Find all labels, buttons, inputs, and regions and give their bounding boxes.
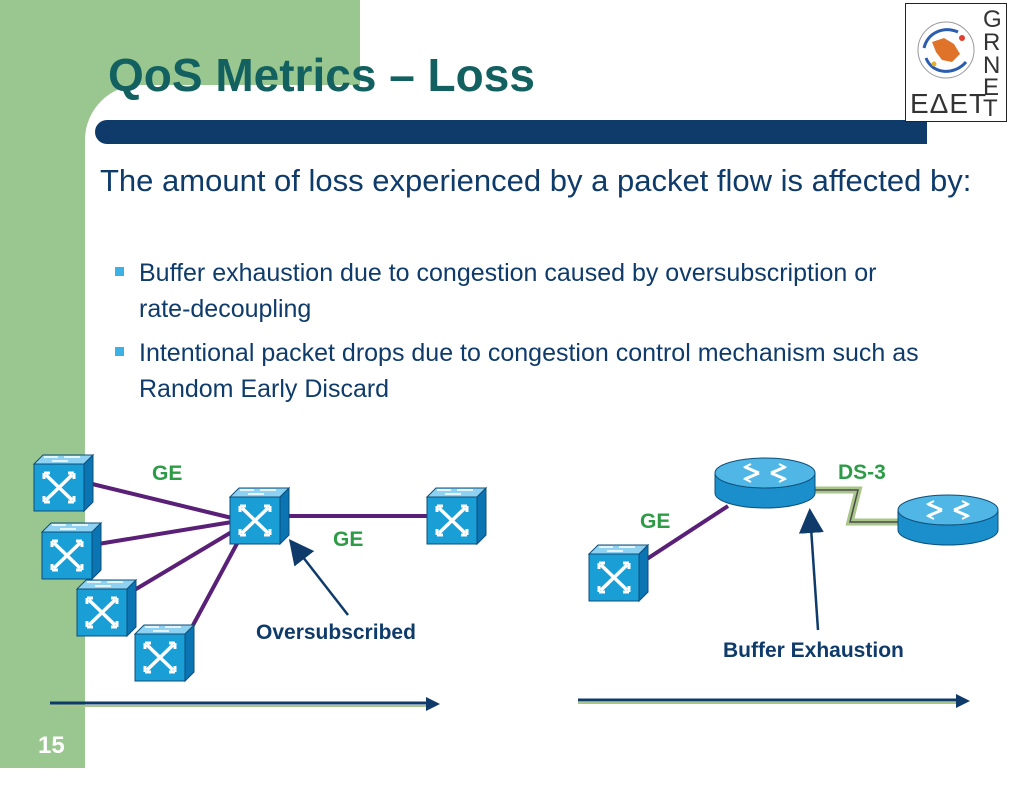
grnet-emblem-icon [917, 21, 975, 79]
network-link [124, 528, 237, 597]
pointer-arrow [288, 539, 349, 616]
logo-letter: T [983, 95, 998, 122]
switch-icon [40, 521, 103, 581]
switch-icon [75, 578, 138, 638]
flow-arrow [50, 697, 440, 711]
pointer-arrow [798, 508, 824, 631]
logo-letter: N [983, 52, 1001, 79]
link-label: GE [333, 528, 364, 551]
switch-icon [133, 623, 196, 683]
bullet-text: Buffer exhaustion due to congestion caus… [139, 259, 877, 323]
intro-text: The amount of loss experienced by a pack… [100, 163, 972, 198]
grnet-logo: G R N E T ΕΔΕΤ [905, 3, 1007, 122]
router-icon [713, 456, 817, 510]
title-underline-band [95, 120, 927, 144]
flow-arrow [578, 694, 970, 708]
switch-icon [425, 486, 488, 546]
square-bullet-icon [115, 267, 124, 276]
network-link [83, 480, 233, 520]
link-label: DS-3 [838, 461, 886, 484]
slide-title: QoS Metrics – Loss [108, 49, 535, 101]
oversubscribed-caption: Oversubscribed [256, 621, 416, 644]
square-bullet-icon [115, 347, 124, 356]
logo-greek-text: ΕΔΕΤ [910, 88, 988, 119]
bullet-text: Intentional packet drops due to congesti… [139, 339, 919, 403]
bullet-list: Buffer exhaustion due to congestion caus… [112, 255, 932, 415]
bullet-item: Intentional packet drops due to congesti… [112, 335, 932, 407]
network-link [91, 520, 233, 547]
bullet-item: Buffer exhaustion due to congestion caus… [112, 255, 932, 327]
switch-icon [587, 543, 650, 603]
router-icon [896, 493, 1000, 547]
logo-letter: R [983, 29, 1001, 56]
link-label: GE [152, 462, 183, 485]
logo-letter: E [983, 74, 1000, 101]
network-diagram [32, 453, 1000, 711]
link-label: GE [640, 510, 671, 533]
slide-number: 15 [38, 732, 65, 759]
content-panel [85, 85, 1024, 785]
logo-letter: G [983, 6, 1002, 33]
switch-icon [32, 453, 95, 513]
switch-icon [228, 486, 291, 546]
network-link [183, 537, 242, 641]
buffer-exhaustion-caption: Buffer Exhaustion [723, 639, 904, 662]
